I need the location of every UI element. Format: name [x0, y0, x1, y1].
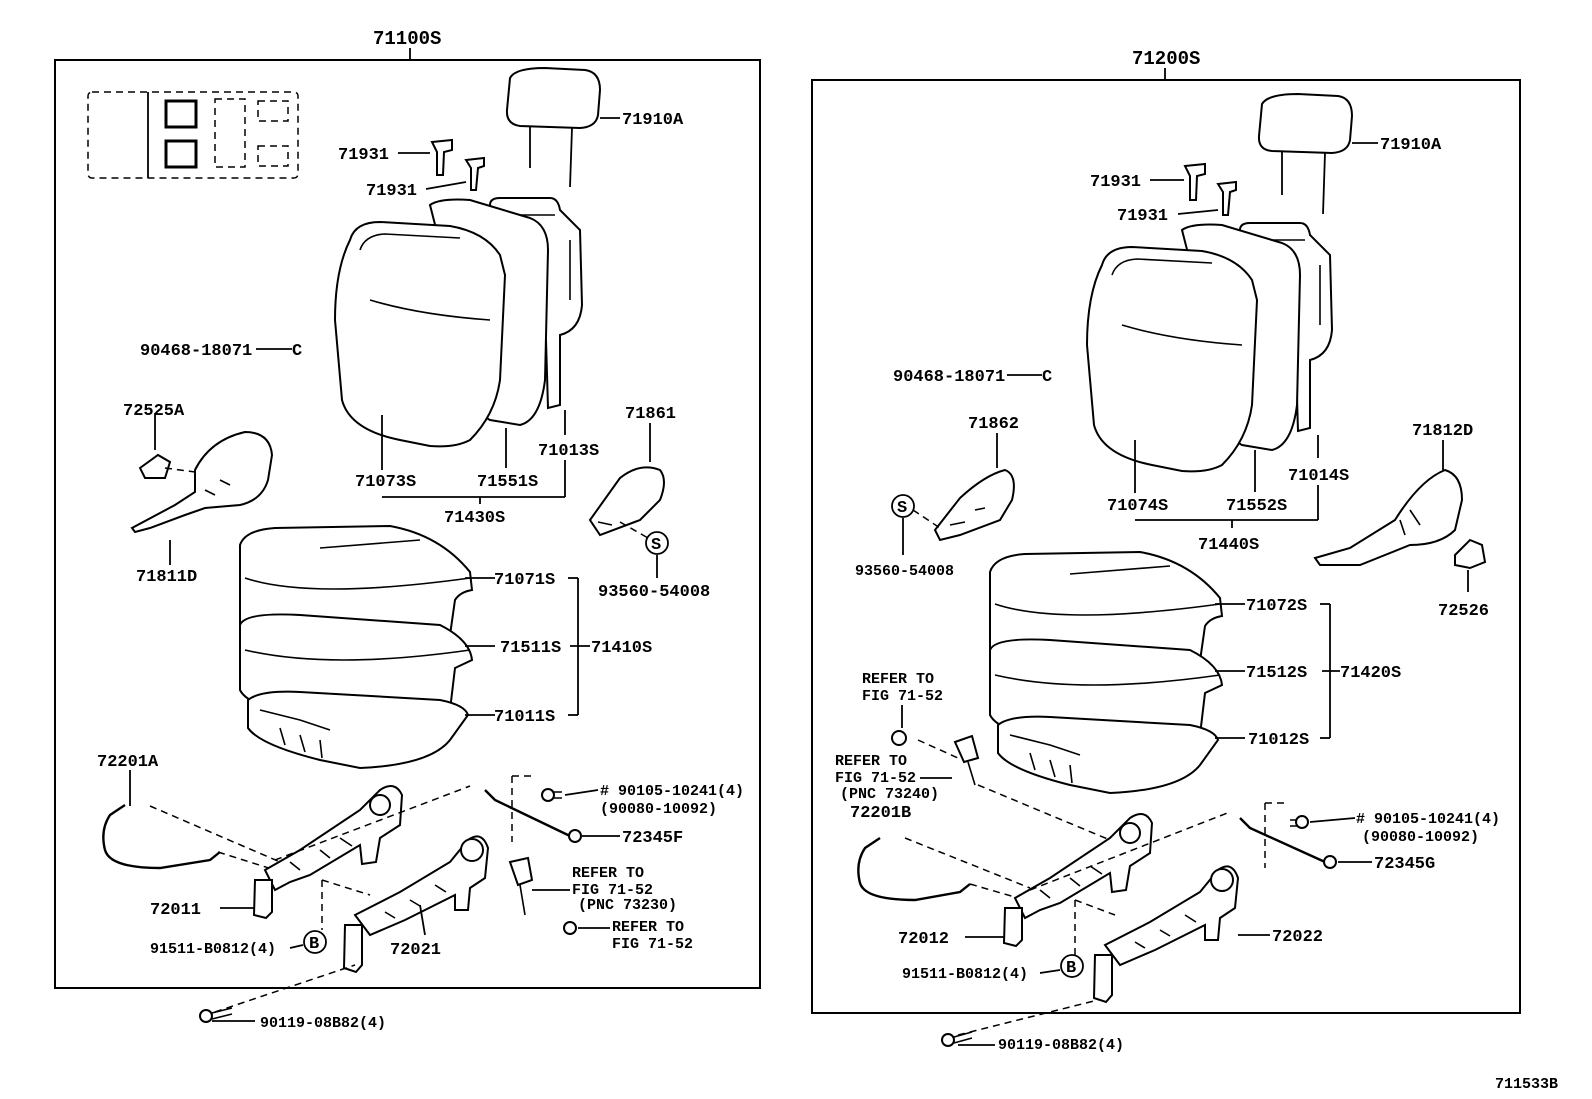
right-label-bolt-c: 90119-08B82(4) [998, 1037, 1124, 1054]
left-label-bolt-c: 90119-08B82(4) [260, 1015, 386, 1032]
left-headrest [505, 66, 602, 188]
left-label-bolt-b: 91511-B0812(4) [150, 941, 276, 958]
right-label-shield-inner: 71862 [968, 415, 1019, 434]
left-label-refer-2b: FIG 71-52 [612, 936, 693, 953]
left-seat-assembly: 71100S 71910A 71931 71931 [54, 28, 761, 1032]
left-label-bolt: # 90105-10241(4) [600, 783, 744, 800]
right-label-shield-outer: 71812D [1412, 422, 1473, 441]
left-label-guide-a: 71931 [338, 146, 389, 165]
left-label-shield-cover: 72525A [123, 402, 185, 421]
right-label-refer-2b: FIG 71-52 [835, 770, 916, 787]
right-label-cushion-frame: 71012S [1248, 731, 1309, 750]
left-adjuster-rod [484, 788, 582, 843]
left-label-clip: 90468-18071 [140, 342, 252, 361]
right-seat-cushion [989, 550, 1224, 795]
left-marker-c: C [292, 342, 302, 361]
left-assembly-frame [54, 59, 761, 989]
left-label-cushion-cover: 71071S [494, 571, 555, 590]
left-assembly-title: 71100S [373, 28, 441, 50]
left-label-headrest: 71910A [622, 111, 684, 130]
right-label-back-frame: 71014S [1288, 467, 1349, 486]
right-label-back-pad: 71552S [1226, 497, 1287, 516]
right-label-screw: 93560-54008 [855, 563, 954, 580]
left-label-wire: 72201A [97, 753, 159, 772]
right-label-back-cover: 71074S [1107, 497, 1168, 516]
right-headrest [1257, 92, 1354, 215]
left-label-adjuster-outer: 72011 [150, 901, 201, 920]
right-assembly-frame [811, 79, 1521, 1014]
right-marker-s: S [897, 499, 907, 518]
right-label-clip: 90468-18071 [893, 368, 1005, 387]
right-label-bolt: # 90105-10241(4) [1356, 811, 1500, 828]
right-label-wire: 72201B [850, 804, 911, 823]
right-label-bolt-b: 91511-B0812(4) [902, 966, 1028, 983]
right-label-adjuster-outer: 72012 [898, 930, 949, 949]
right-seat-back [1085, 222, 1334, 473]
right-label-rod: 72345G [1374, 855, 1435, 874]
left-label-back-assy: 71430S [444, 509, 505, 528]
left-seat-back [333, 197, 584, 448]
left-label-screw: 93560-54008 [598, 583, 710, 602]
right-label-shield-cover: 72526 [1438, 602, 1489, 621]
right-label-refer-1b: FIG 71-52 [862, 688, 943, 705]
right-seat-wire [857, 837, 971, 902]
left-label-adjuster-inner: 72021 [390, 941, 441, 960]
right-label-refer-1: REFER TO [862, 671, 934, 688]
right-label-back-assy: 71440S [1198, 536, 1259, 555]
right-label-headrest: 71910A [1380, 136, 1442, 155]
left-label-guide-b: 71931 [366, 182, 417, 201]
left-label-refer-1: REFER TO [572, 865, 644, 882]
left-label-back-cover: 71073S [355, 473, 416, 492]
right-label-refer-2c: (PNC 73240) [840, 786, 939, 803]
left-label-bolt-alt: (90080-10092) [600, 801, 717, 818]
left-marker-s: S [651, 536, 661, 555]
right-label-cushion-assy: 71420S [1340, 664, 1401, 683]
left-label-cushion-frame: 71011S [494, 708, 555, 727]
right-label-refer-2: REFER TO [835, 753, 907, 770]
right-adjuster-rod [1239, 815, 1337, 869]
left-label-rod: 72345F [622, 829, 683, 848]
left-label-refer-1b: FIG 71-52 [572, 882, 653, 899]
left-seat-adjusters [252, 785, 490, 974]
left-belt-buckle [508, 856, 577, 935]
right-label-cushion-pad: 71512S [1246, 664, 1307, 683]
left-label-back-pad: 71551S [477, 473, 538, 492]
left-label-refer-1c: (PNC 73230) [578, 897, 677, 914]
left-label-shield-inner: 71861 [625, 405, 676, 424]
left-marker-b: B [309, 935, 319, 954]
right-label-adjuster-inner: 72022 [1272, 928, 1323, 947]
left-seat-locator-map [87, 91, 299, 179]
right-seat-assembly: 71200S 71910A 71931 71931 [811, 48, 1521, 1054]
right-seat-shields [933, 468, 1487, 570]
left-headrest-guides [430, 138, 485, 191]
left-seat-cushion [239, 524, 474, 770]
right-marker-c: C [1042, 368, 1052, 387]
right-bolt-c-icon [941, 1031, 973, 1047]
figure-id: 711533B [1495, 1076, 1558, 1093]
right-marker-b: B [1066, 959, 1076, 978]
right-headrest-guides [1183, 162, 1237, 216]
right-assembly-title: 71200S [1132, 48, 1200, 70]
left-label-refer-2: REFER TO [612, 919, 684, 936]
left-label-shield-outer: 71811D [136, 568, 197, 587]
left-bolt-c-icon [199, 1007, 233, 1023]
left-label-cushion-pad: 71511S [500, 639, 561, 658]
left-label-back-frame: 71013S [538, 442, 599, 461]
left-label-cushion-assy: 71410S [591, 639, 652, 658]
left-seat-wire [102, 804, 221, 870]
left-seat-shields [130, 430, 665, 537]
right-label-bolt-alt: (90080-10092) [1362, 829, 1479, 846]
right-label-cushion-cover: 71072S [1246, 597, 1307, 616]
right-label-guide-b: 71931 [1117, 207, 1168, 226]
right-belt-buckle [891, 730, 980, 786]
right-seat-adjusters [1002, 813, 1240, 1004]
right-label-guide-a: 71931 [1090, 173, 1141, 192]
